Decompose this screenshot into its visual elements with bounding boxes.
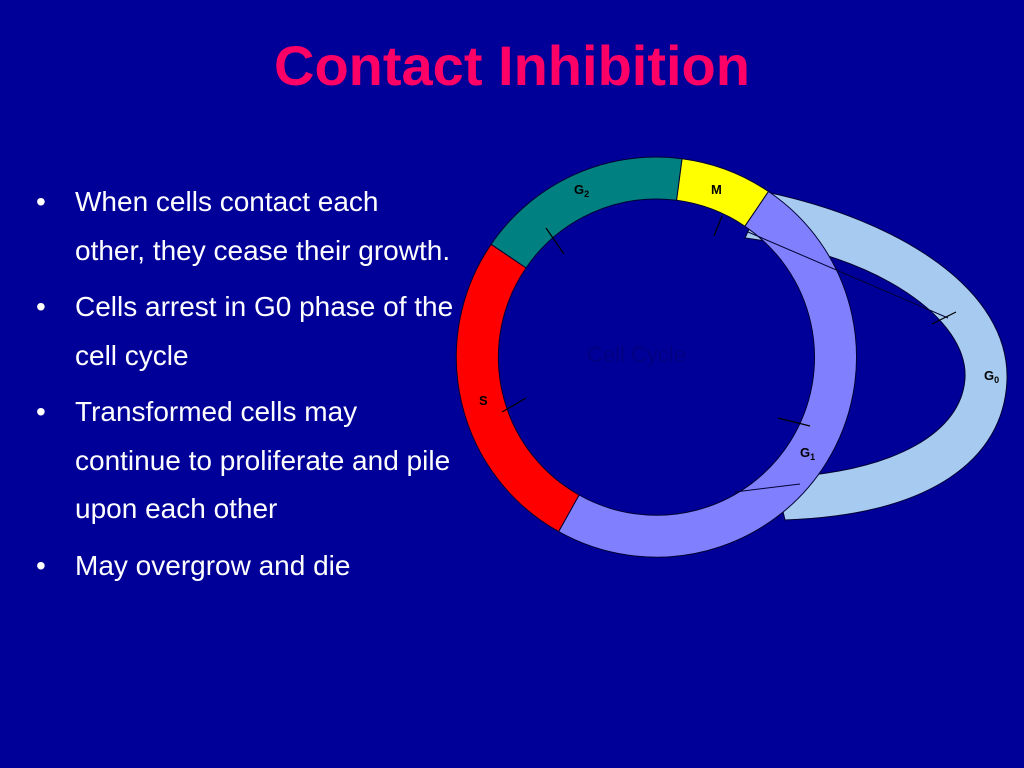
s-arc <box>455 243 580 533</box>
g0-label: G0 <box>984 368 999 385</box>
bullet-dot: • <box>36 186 46 217</box>
bullet-text: May overgrow and die <box>75 549 351 581</box>
g2-description: Preparation for mitosis (19%) <box>556 259 610 296</box>
bullet-dot: • <box>36 396 46 427</box>
g0-leader <box>931 311 957 325</box>
cell-cycle-label: Cell Cycle <box>587 342 686 367</box>
bullet-list: • When cells contact each other, they ce… <box>36 178 456 598</box>
g1-arc <box>557 190 857 558</box>
bullet-item: • Cells arrest in G0 phase of the cell c… <box>36 283 456 380</box>
m-label: M <box>711 182 722 197</box>
bullet-item: • Transformed cells may continue to prol… <box>36 388 456 534</box>
g1-label: G1 <box>800 445 815 462</box>
s-label: S <box>479 393 488 408</box>
s-description: DNA synthesis (39%) <box>535 392 579 433</box>
g1-description: Synthesis of components required for DNA… <box>702 376 770 435</box>
s-leader <box>501 397 527 413</box>
g0-loop <box>744 191 1008 521</box>
m-description: Mitosis and cell division (2%) <box>690 239 727 289</box>
g2-arc <box>490 156 683 269</box>
g2-label: G2 <box>574 182 589 199</box>
g1-leader <box>777 417 811 427</box>
bullet-dot: • <box>36 549 46 581</box>
g0-connector-top <box>747 231 949 319</box>
g0-connector-bottom <box>734 483 801 493</box>
slide-title: Contact Inhibition <box>274 34 750 97</box>
bullet-item: • May overgrow and die <box>36 542 456 591</box>
m-leader <box>713 215 723 237</box>
bullet-text: When cells contact each other, they ceas… <box>75 186 451 266</box>
bullet-text: Transformed cells may continue to prolif… <box>75 396 451 524</box>
bullet-text: Cells arrest in G0 phase of the cell cyc… <box>75 291 454 371</box>
bullet-dot: • <box>36 291 46 322</box>
bullet-item: • When cells contact each other, they ce… <box>36 178 456 275</box>
g2-leader <box>545 227 565 255</box>
g0-description: Quiescence (variable) <box>872 330 928 355</box>
